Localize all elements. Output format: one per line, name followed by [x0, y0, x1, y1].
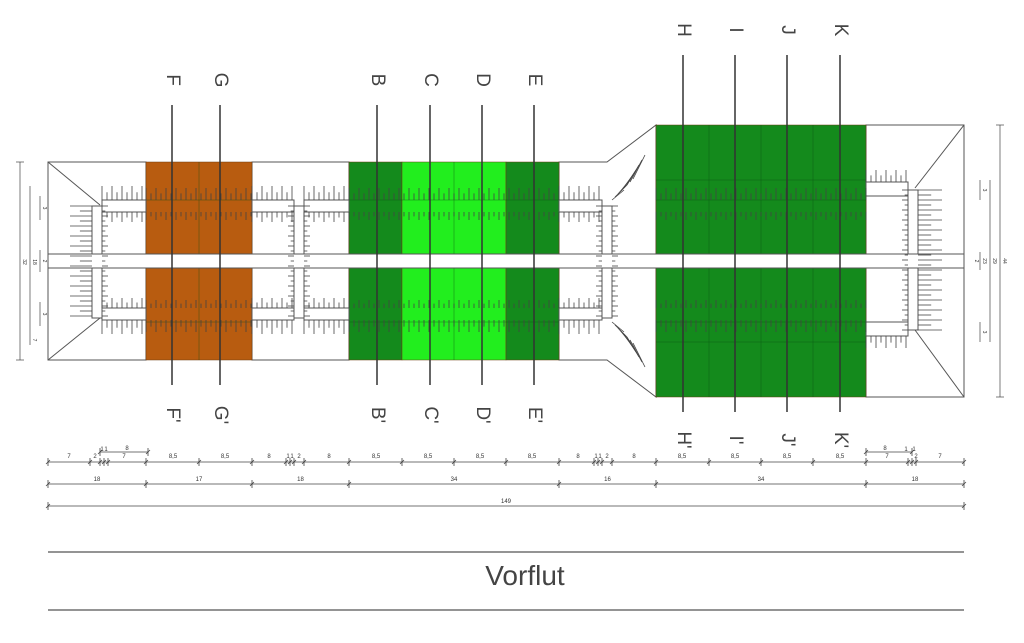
section-label-bottom: D' [472, 406, 493, 423]
dimension-label: 18 [297, 477, 304, 483]
section-label-bottom: C' [420, 406, 441, 423]
dimension-label: 8,5 [678, 454, 687, 460]
dimension-label: 2 [297, 454, 301, 460]
dimension-label: 8,5 [372, 454, 381, 460]
dimension-label: 18 [912, 477, 919, 483]
dimension-label: 17 [196, 477, 203, 483]
section-lines [171, 55, 841, 412]
vertical-dimension-label: 3 [981, 331, 987, 334]
green-field-top-right [505, 161, 560, 255]
dimension-label: 8 [267, 454, 271, 460]
dimension-label: 7 [885, 454, 889, 460]
vertical-dimension-label: 18 [31, 259, 37, 265]
section-label-bottom: K' [830, 432, 851, 448]
vertical-dimension-label: 3 [981, 189, 987, 192]
dimension-label: 8,5 [221, 454, 230, 460]
section-label-top: D [472, 73, 493, 87]
dimension-label: 149 [501, 499, 512, 505]
section-label-top: C [420, 73, 441, 87]
section-labels-bottom: F' G' B' C' D' E' H' I' J' K' [162, 406, 851, 449]
vertical-dimension-label: 23 [981, 258, 987, 264]
vertical-dimension-label: 32 [21, 259, 27, 265]
section-label-top: I [725, 27, 746, 32]
dimension-label: 7 [67, 454, 71, 460]
section-label-bottom: J' [777, 433, 798, 446]
dimension-label: 8,5 [836, 454, 845, 460]
dimension-label: 18 [94, 477, 101, 483]
vertical-dimension-label: 3 [41, 207, 47, 210]
dimension-label: 8 [883, 446, 887, 452]
section-label-top: G [210, 73, 231, 88]
dimension-label: 8,5 [731, 454, 740, 460]
vertical-dimension-label: 3 [41, 313, 47, 316]
dimension-ticks [45, 448, 967, 510]
dimension-label: 1 [286, 454, 290, 460]
section-labels-top: F G B C D E H I J K [162, 23, 851, 87]
section-label-top: J [777, 25, 798, 35]
outlet-label: Vorflut [485, 560, 565, 591]
dimension-label: 1 [598, 454, 602, 460]
right-dimension-lines [979, 124, 1004, 398]
section-label-bottom: G' [210, 406, 231, 424]
section-label-bottom: E' [524, 407, 545, 423]
dimension-label: 8 [632, 454, 636, 460]
section-label-top: F [162, 74, 183, 86]
drain-ticks [70, 154, 942, 368]
dimension-label: 7 [938, 454, 942, 460]
dimension-label: 1 [594, 454, 598, 460]
dimension-label: 8,5 [783, 454, 792, 460]
dimension-label: 8,5 [169, 454, 178, 460]
dimension-label: 34 [451, 477, 458, 483]
green-field-bottom-left [348, 267, 403, 361]
dimension-label: 8 [576, 454, 580, 460]
dimension-label: 1 [912, 447, 916, 453]
dimension-label: 2 [605, 454, 609, 460]
vertical-dimension-label: 7 [31, 339, 37, 342]
section-label-bottom: I' [725, 436, 746, 445]
dimension-label: 8,5 [424, 454, 433, 460]
dimension-label: 1 [104, 447, 108, 453]
section-label-bottom: H' [673, 431, 694, 448]
dimension-label: 8 [125, 446, 129, 452]
section-label-bottom: F' [162, 407, 183, 422]
dimension-label: 7 [122, 454, 126, 460]
dimension-label: 1 [290, 454, 294, 460]
dimension-label: 8,5 [476, 454, 485, 460]
dimension-label: 1 [100, 447, 104, 453]
dimension-label: 8,5 [528, 454, 537, 460]
section-label-top: K [830, 24, 851, 37]
dimension-label: 8 [327, 454, 331, 460]
section-label-top: E [524, 74, 545, 87]
vertical-dimension-label: 2 [41, 260, 47, 263]
dimension-label: 16 [604, 477, 611, 483]
green-field-top-left [348, 161, 403, 255]
section-label-bottom: B' [367, 407, 388, 423]
vertical-dimension-label: 44 [1001, 258, 1007, 264]
dimension-label: 2 [93, 454, 97, 460]
vertical-dimension-label: 29 [991, 258, 997, 264]
dimension-label: 2 [914, 454, 918, 460]
green-field-bottom-right [505, 267, 560, 361]
section-label-top: H [673, 23, 694, 37]
left-dimension-lines [16, 161, 41, 361]
dimension-label: 1 [904, 447, 908, 453]
dimension-label: 34 [758, 477, 765, 483]
vertical-dimension-label: 2 [973, 260, 979, 263]
section-label-top: B [367, 74, 388, 87]
